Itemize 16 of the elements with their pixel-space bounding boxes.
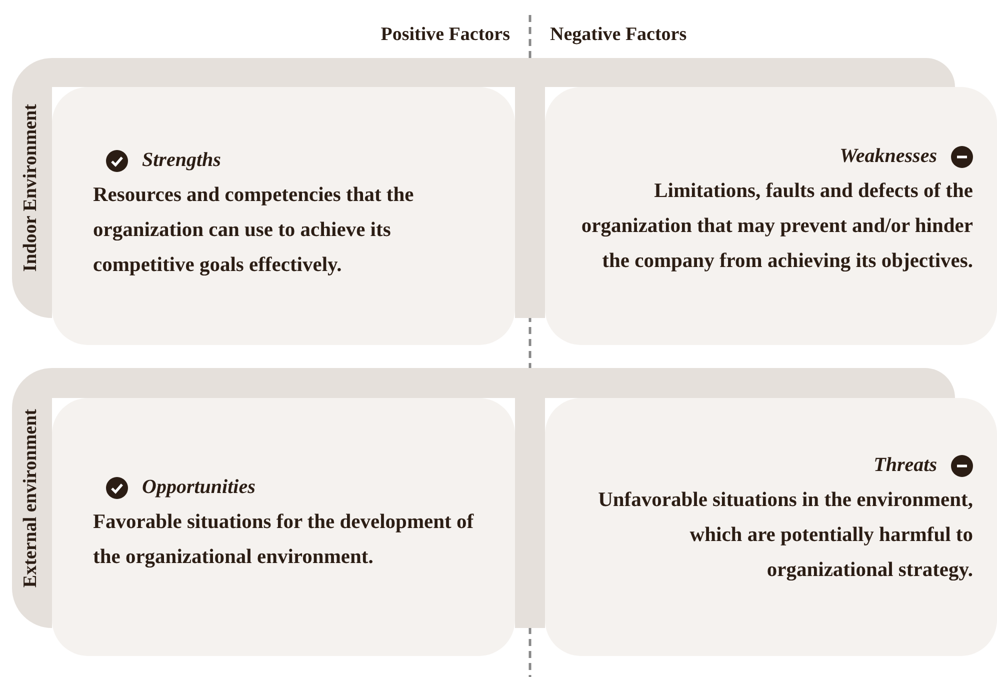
quadrant-card — [545, 87, 997, 345]
column-heading: Positive Factors — [380, 24, 510, 46]
quadrant-heading: Threats — [874, 454, 937, 477]
quadrant-heading: Opportunities — [142, 476, 256, 499]
row-heading: Indoor Environment — [20, 104, 42, 272]
column-heading: Negative Factors — [550, 24, 687, 46]
quadrant-heading: Weaknesses — [840, 145, 937, 168]
row-heading: External environment — [20, 408, 42, 588]
quadrant-description: Limitations, faults and defects of the organization that may prevent and/or hinder the company from achieving its objectives. — [580, 179, 973, 274]
quadrant-card — [52, 398, 515, 656]
quadrant-card — [52, 87, 515, 345]
quadrant-description: Unfavorable situations in the environment, which are potentially harmful to organizational strategy. — [597, 488, 973, 583]
quadrant-description: Resources and competencies that the organization can use to achieve its competitive goals effectively. — [93, 183, 415, 278]
quadrant-heading: Strengths — [142, 149, 221, 172]
quadrant-description: Favorable situations for the development of the organizational environment. — [93, 510, 475, 570]
quadrant-card — [545, 398, 997, 656]
